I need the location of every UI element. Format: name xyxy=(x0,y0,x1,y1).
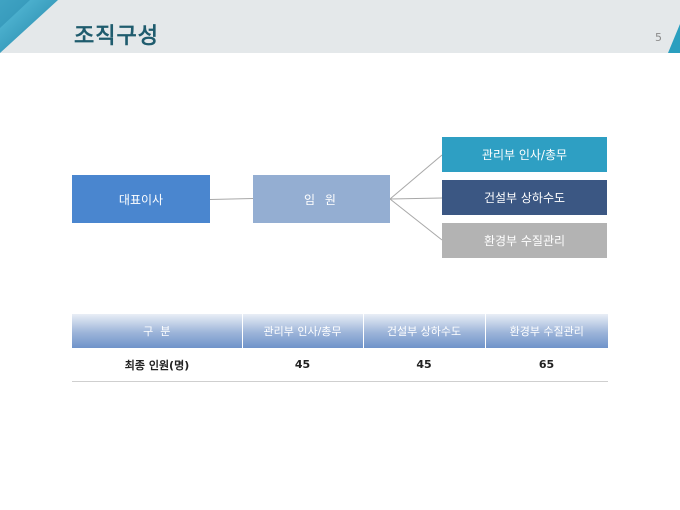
table-header-row: 구 분 관리부 인사/총무 건설부 상하수도 환경부 수질관리 xyxy=(72,314,608,348)
org-box-ceo: 대표이사 xyxy=(72,175,210,223)
connector-exec-dept3 xyxy=(389,198,443,241)
table-header-construction: 건설부 상하수도 xyxy=(362,314,485,348)
table-cell-management-count: 45 xyxy=(242,348,363,382)
org-box-environment-dept: 환경부 수질관리 xyxy=(442,223,607,258)
table-header-management: 관리부 인사/총무 xyxy=(241,314,363,348)
org-box-executive: 임 원 xyxy=(253,175,390,223)
staff-table: 구 분 관리부 인사/총무 건설부 상하수도 환경부 수질관리 최종 인원(명)… xyxy=(72,314,608,382)
slide-header: 조직구성 5 xyxy=(0,0,680,53)
table-cell-row-label: 최종 인원(명) xyxy=(72,348,242,382)
page-number: 5 xyxy=(655,31,662,44)
header-corner-accent xyxy=(668,24,680,53)
connector-ceo-exec xyxy=(209,198,254,200)
table-header-category: 구 분 xyxy=(72,314,242,348)
connector-exec-dept1 xyxy=(389,154,443,200)
org-box-management-dept: 관리부 인사/총무 xyxy=(442,137,607,172)
page-title: 조직구성 xyxy=(74,24,159,49)
table-cell-construction-count: 45 xyxy=(363,348,485,382)
connector-exec-dept2 xyxy=(389,197,443,200)
org-box-construction-dept: 건설부 상하수도 xyxy=(442,180,607,215)
table-cell-environment-count: 65 xyxy=(485,348,608,382)
header-accent-triangle xyxy=(0,0,58,53)
table-header-environment: 환경부 수질관리 xyxy=(484,314,608,348)
table-row: 최종 인원(명) 45 45 65 xyxy=(72,348,608,382)
